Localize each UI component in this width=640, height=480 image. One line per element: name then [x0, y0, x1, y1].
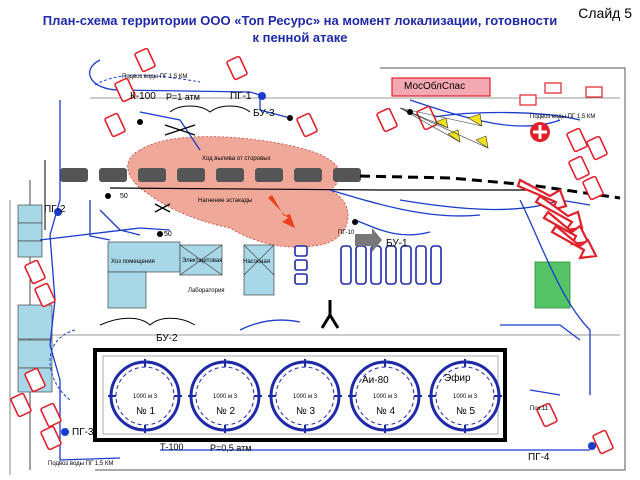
- laboratory-label: Лаборатория: [188, 288, 225, 294]
- rail-car: [333, 168, 361, 182]
- page-title: План-схема территории ООО «Топ Ресурс» н…: [42, 13, 558, 45]
- branch-icon: [320, 300, 340, 329]
- territory-fence: [95, 67, 626, 471]
- tank-number-label: № 1: [136, 406, 156, 417]
- flag-poles: [399, 107, 489, 149]
- pg3-label: ПГ-3: [72, 427, 94, 438]
- vehicle-icon: [585, 86, 603, 98]
- pg1-label: ПГ-1: [230, 91, 252, 102]
- bu2-bracket: [99, 317, 196, 326]
- hydrant-pg2: [54, 208, 62, 216]
- fire-spread-arrow: [268, 195, 295, 228]
- rail-car: [99, 168, 127, 182]
- flags: [435, 113, 489, 149]
- tank-farm-bund: [93, 348, 507, 442]
- aux-tag-label: Поз.11: [530, 406, 549, 412]
- electrical-cross: [179, 244, 223, 276]
- railway-siding: [109, 187, 530, 191]
- tank-number-label: № 3: [296, 406, 316, 417]
- rail-car: [177, 168, 205, 182]
- t100-label: Т-100: [160, 442, 184, 452]
- slide-number: Слайд 5: [578, 5, 632, 21]
- household-building: [107, 241, 181, 273]
- tank-group: [108, 359, 502, 433]
- railway: [359, 174, 621, 200]
- rail-car: [138, 168, 166, 182]
- fire-engines: [516, 178, 598, 260]
- hose-markers: [10, 47, 614, 455]
- bu3-bracket: [169, 105, 251, 113]
- bu2-label: БУ-2: [156, 333, 178, 344]
- tank-volume-label: 1000 м 3: [133, 394, 158, 400]
- ai80-label: Аи-80: [362, 375, 389, 386]
- tank-volume-label: 1000 м 3: [373, 394, 398, 400]
- ether-label: Эфир: [444, 373, 471, 384]
- hose-50-label-b: 50: [164, 231, 172, 238]
- rail-cars: [60, 168, 361, 182]
- small-tanks-row: [294, 245, 442, 285]
- rail-car: [294, 168, 322, 182]
- pg2-label: ПГ-2: [44, 204, 66, 215]
- vehicle-icon: [544, 82, 562, 94]
- rail-car: [255, 168, 283, 182]
- left-buildings: [17, 204, 53, 393]
- burning-spill-label: Нагнение эстакады: [198, 198, 253, 204]
- household-label: Хоз помещения: [111, 259, 155, 265]
- tank-volume-label: 1000 м 3: [213, 394, 238, 400]
- k100-label: К-100: [130, 91, 156, 102]
- tank-volume-label: 1000 м 3: [453, 394, 478, 400]
- tank-number-label: № 4: [376, 406, 396, 417]
- hydrant-pg4: [588, 442, 596, 450]
- tank-volume-label: 1000 м 3: [293, 394, 318, 400]
- pump-building: [243, 244, 275, 296]
- hydrant-pg1: [258, 92, 266, 100]
- electrical-label: Электщитовая: [182, 258, 223, 264]
- hose-50-label-a: 50: [120, 193, 128, 200]
- pressure-bottom-label: Р=0,5 атм: [210, 443, 252, 453]
- water-supply-label-bottom: Подвоз воды ПГ 1,5 КМ: [48, 461, 114, 467]
- valve-icon: [164, 124, 196, 136]
- pressure-top-label: Р=1 атм: [166, 92, 200, 102]
- nozzles: [105, 109, 413, 237]
- household-annex: [107, 271, 147, 309]
- pg4-label: ПГ-4: [528, 452, 550, 463]
- bu3-label: БУ-3: [253, 108, 275, 119]
- water-supply-label-right: Подвоз воды ПГ 1,5 КМ: [530, 114, 596, 120]
- pump-house-label: Насосная: [243, 259, 270, 265]
- spill-area: [127, 136, 349, 248]
- side-tag-label: ПГ-10: [338, 230, 355, 236]
- hose-dashed-2: [49, 329, 76, 401]
- green-zone: [534, 261, 571, 309]
- tank-number-label: № 2: [216, 406, 236, 417]
- bu1-label: БУ-1: [386, 238, 408, 249]
- spill-area-label: Ход вылива от сторовых: [202, 156, 271, 162]
- pump-cross: [243, 244, 275, 276]
- rail-car: [60, 168, 88, 182]
- hydrant-pg3: [61, 428, 69, 436]
- medical-cross: [533, 125, 547, 139]
- rescue-vehicle: [391, 77, 491, 97]
- valve-icon: [154, 203, 171, 213]
- rescue-service-label: МосОблСпас: [404, 81, 466, 92]
- rail-car: [216, 168, 244, 182]
- bu1-arrow: [355, 228, 382, 252]
- water-supply-label-top: Подвоз воды ПГ 1,5 КМ: [122, 74, 188, 80]
- tank-number-label: № 5: [456, 406, 476, 417]
- vehicle-icon: [519, 94, 537, 106]
